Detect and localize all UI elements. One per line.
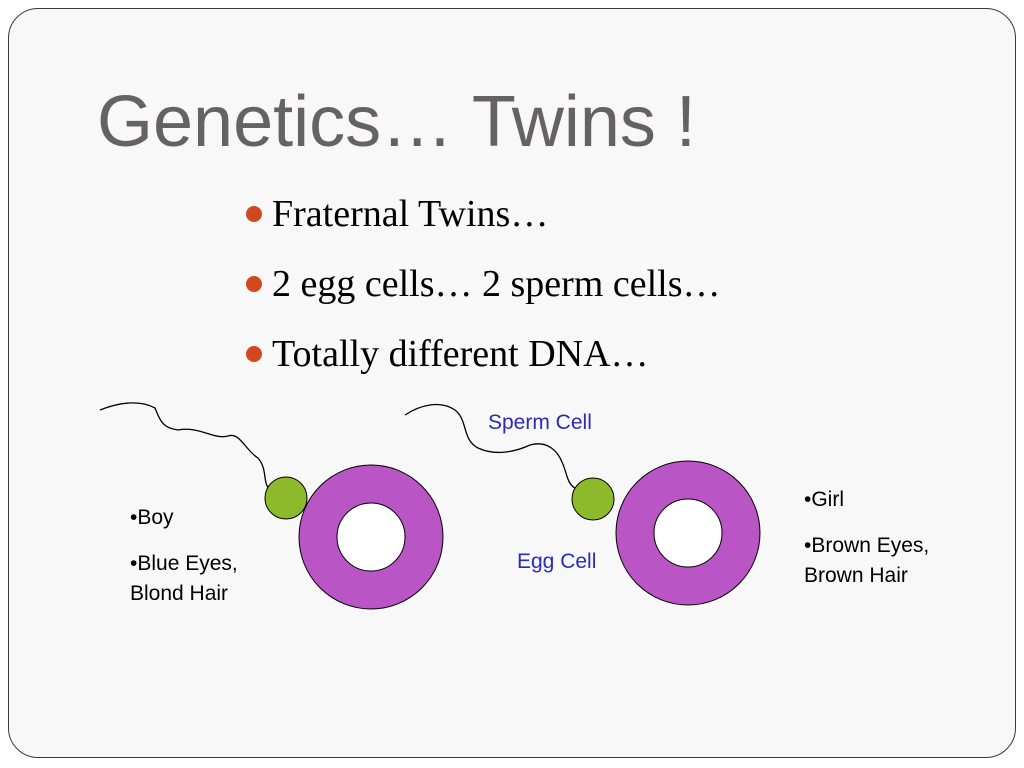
right-twin-traits: •Brown Eyes, Brown Hair — [804, 534, 930, 587]
egg-inner-edge-right — [653, 498, 723, 568]
sperm-tail-right — [404, 403, 579, 491]
bullet-text: Totally different DNA… — [272, 333, 649, 375]
left-twin-traits: •Blue Eyes, Blond Hair — [130, 552, 238, 605]
egg-cell-label: Egg Cell — [517, 550, 597, 573]
egg-outer-edge-left — [298, 464, 444, 610]
egg-cell-left — [299, 465, 443, 609]
bullet-dot-icon — [246, 346, 262, 362]
bullet-dot-icon — [246, 206, 262, 222]
slide-frame — [8, 8, 1016, 758]
bullet-item: 2 egg cells… 2 sperm cells… — [244, 258, 721, 328]
sperm-cell-label: Sperm Cell — [488, 411, 592, 434]
sperm-head-left — [264, 476, 308, 520]
egg-inner-edge-left — [336, 502, 406, 572]
egg-outer-edge-right — [615, 460, 761, 606]
left-twin-info: •Boy •Blue Eyes, Blond Hair — [130, 503, 290, 625]
egg-cell-right — [616, 461, 760, 605]
bullet-item: Totally different DNA… — [244, 328, 721, 398]
right-twin-sex: •Girl — [804, 488, 845, 511]
bullet-text: 2 egg cells… 2 sperm cells… — [272, 263, 721, 305]
sperm-head-right — [571, 477, 615, 521]
bullet-dot-icon — [246, 276, 262, 292]
right-twin-info: •Girl •Brown Eyes, Brown Hair — [804, 485, 974, 607]
bullet-item: Fraternal Twins… — [244, 188, 721, 258]
sperm-tail-left — [99, 402, 271, 491]
bullet-text: Fraternal Twins… — [272, 193, 549, 235]
slide-title: Genetics… Twins ! — [97, 82, 696, 162]
bullet-list: Fraternal Twins… 2 egg cells… 2 sperm ce… — [244, 188, 721, 398]
left-twin-sex: •Boy — [130, 506, 174, 529]
